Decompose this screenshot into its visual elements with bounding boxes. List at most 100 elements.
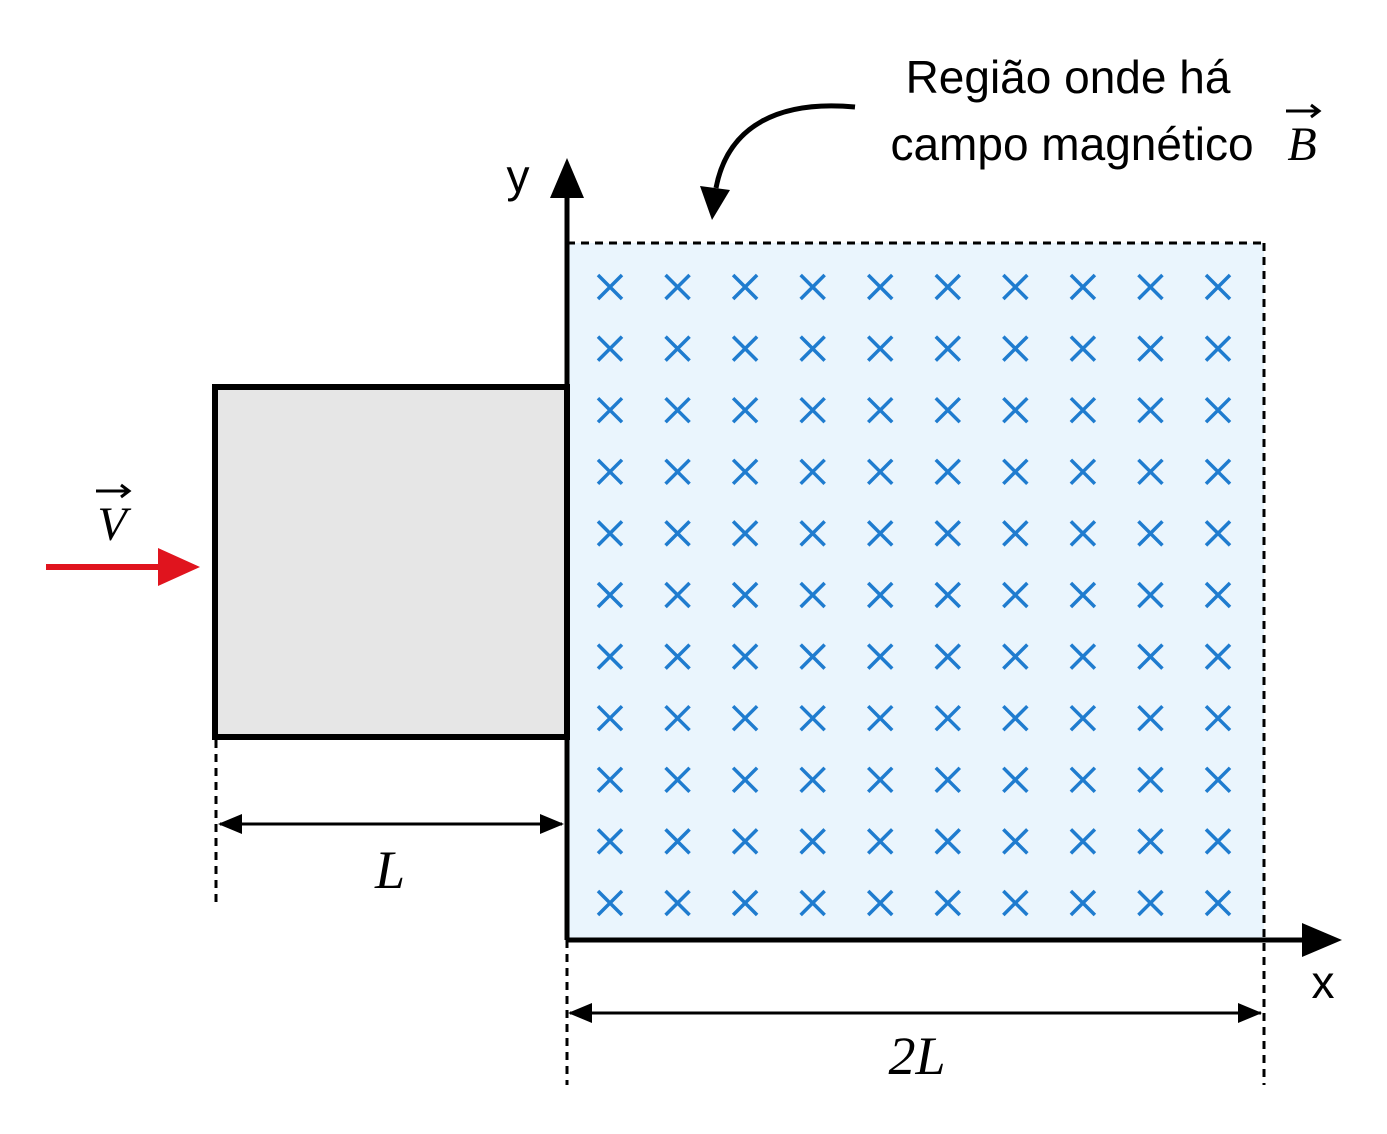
field-into-page-mark xyxy=(1069,643,1097,670)
annotation-pointer-arrow xyxy=(713,103,856,189)
field-into-page-mark xyxy=(866,520,894,547)
velocity-vector-arrow-icon xyxy=(96,483,132,499)
field-into-page-mark xyxy=(1069,889,1097,917)
field-width-dim-left-arrow xyxy=(568,1003,592,1023)
x-axis-arrowhead xyxy=(1302,923,1342,957)
field-into-page-mark xyxy=(934,273,962,301)
field-into-page-mark xyxy=(731,828,759,855)
field-into-page-mark xyxy=(1137,828,1164,855)
field-into-page-mark xyxy=(596,335,624,362)
field-into-page-mark xyxy=(866,828,894,855)
annotation-pointer-arrowhead xyxy=(700,186,730,220)
field-into-page-mark xyxy=(1137,335,1164,362)
field-into-page-mark xyxy=(731,335,759,362)
field-into-page-mark xyxy=(664,766,691,794)
field-into-page-mark xyxy=(596,458,624,486)
field-into-page-mark xyxy=(1002,828,1029,855)
field-into-page-mark xyxy=(731,520,759,547)
field-into-page-mark xyxy=(731,273,759,301)
field-into-page-mark xyxy=(664,458,691,486)
field-into-page-mark xyxy=(799,828,826,855)
loop-width-label: L xyxy=(374,840,405,900)
field-into-page-mark xyxy=(1069,704,1097,732)
field-into-page-mark xyxy=(664,828,691,855)
field-into-page-mark xyxy=(1137,889,1164,917)
field-into-page-mark xyxy=(1204,828,1232,855)
field-into-page-mark xyxy=(799,335,826,362)
field-into-page-mark xyxy=(1002,581,1029,609)
field-into-page-mark xyxy=(1204,643,1232,670)
field-into-page-mark xyxy=(1137,520,1164,547)
field-into-page-mark xyxy=(866,643,894,670)
field-into-page-mark xyxy=(1002,766,1029,794)
field-into-page-mark xyxy=(799,458,826,486)
field-into-page-mark xyxy=(1002,704,1029,732)
field-into-page-mark xyxy=(799,704,826,732)
annotation-line1: Região onde há xyxy=(906,51,1231,103)
field-into-page-mark xyxy=(1069,396,1097,424)
field-into-page-mark xyxy=(1137,581,1164,609)
field-into-page-mark xyxy=(1204,889,1232,917)
field-into-page-mark xyxy=(934,520,962,547)
field-into-page-mark xyxy=(1204,704,1232,732)
loop-width-dim-left-arrow xyxy=(218,814,242,834)
field-into-page-mark xyxy=(1069,520,1097,547)
field-width-label: 2L xyxy=(888,1026,945,1086)
field-into-page-mark xyxy=(664,335,691,362)
magnetic-field-symbol: B xyxy=(1287,118,1316,171)
field-into-page-mark xyxy=(1204,273,1232,301)
field-into-page-mark xyxy=(664,396,691,424)
field-into-page-mark xyxy=(799,520,826,547)
field-into-page-mark xyxy=(1137,704,1164,732)
field-into-page-mark xyxy=(866,889,894,917)
field-into-page-mark xyxy=(1069,335,1097,362)
field-into-page-mark xyxy=(1069,458,1097,486)
field-into-page-mark xyxy=(1137,396,1164,424)
field-into-page-mark xyxy=(731,766,759,794)
field-into-page-mark xyxy=(799,396,826,424)
field-into-page-mark xyxy=(1069,581,1097,609)
field-into-page-mark xyxy=(1137,273,1164,301)
field-into-page-mark xyxy=(1002,396,1029,424)
field-into-page-mark xyxy=(731,458,759,486)
field-into-page-mark xyxy=(1204,766,1232,794)
field-into-page-mark xyxy=(799,273,826,301)
field-into-page-mark xyxy=(1002,643,1029,670)
field-into-page-mark xyxy=(596,704,624,732)
field-into-page-mark xyxy=(731,643,759,670)
field-into-page-mark xyxy=(866,766,894,794)
field-into-page-mark xyxy=(799,766,826,794)
field-into-page-mark xyxy=(1069,273,1097,301)
field-into-page-mark xyxy=(934,581,962,609)
field-into-page-mark xyxy=(1204,396,1232,424)
field-into-page-mark xyxy=(866,458,894,486)
field-into-page-mark xyxy=(934,704,962,732)
field-into-page-mark xyxy=(596,766,624,794)
field-into-page-mark xyxy=(934,766,962,794)
x-axis-label: x xyxy=(1312,956,1335,1008)
velocity-arrowhead xyxy=(158,548,200,586)
field-into-page-mark xyxy=(731,396,759,424)
field-into-page-mark xyxy=(866,335,894,362)
field-into-page-mark xyxy=(866,396,894,424)
field-into-page-mark xyxy=(799,889,826,917)
field-into-page-mark xyxy=(596,396,624,424)
field-into-page-mark xyxy=(934,458,962,486)
field-into-page-mark xyxy=(664,889,691,917)
field-into-page-mark xyxy=(1002,458,1029,486)
field-into-page-mark xyxy=(731,889,759,917)
field-into-page-mark xyxy=(596,643,624,670)
field-into-page-mark xyxy=(1069,766,1097,794)
field-into-page-mark xyxy=(1204,520,1232,547)
field-into-page-mark xyxy=(934,889,962,917)
field-into-page-mark xyxy=(799,581,826,609)
field-into-page-mark xyxy=(596,520,624,547)
field-into-page-mark xyxy=(866,273,894,301)
field-into-page-mark xyxy=(664,520,691,547)
loop-width-dim-right-arrow xyxy=(540,814,564,834)
field-into-page-mark xyxy=(1069,828,1097,855)
field-width-dim-right-arrow xyxy=(1238,1003,1262,1023)
field-into-page-mark xyxy=(934,396,962,424)
field-into-page-mark xyxy=(596,581,624,609)
